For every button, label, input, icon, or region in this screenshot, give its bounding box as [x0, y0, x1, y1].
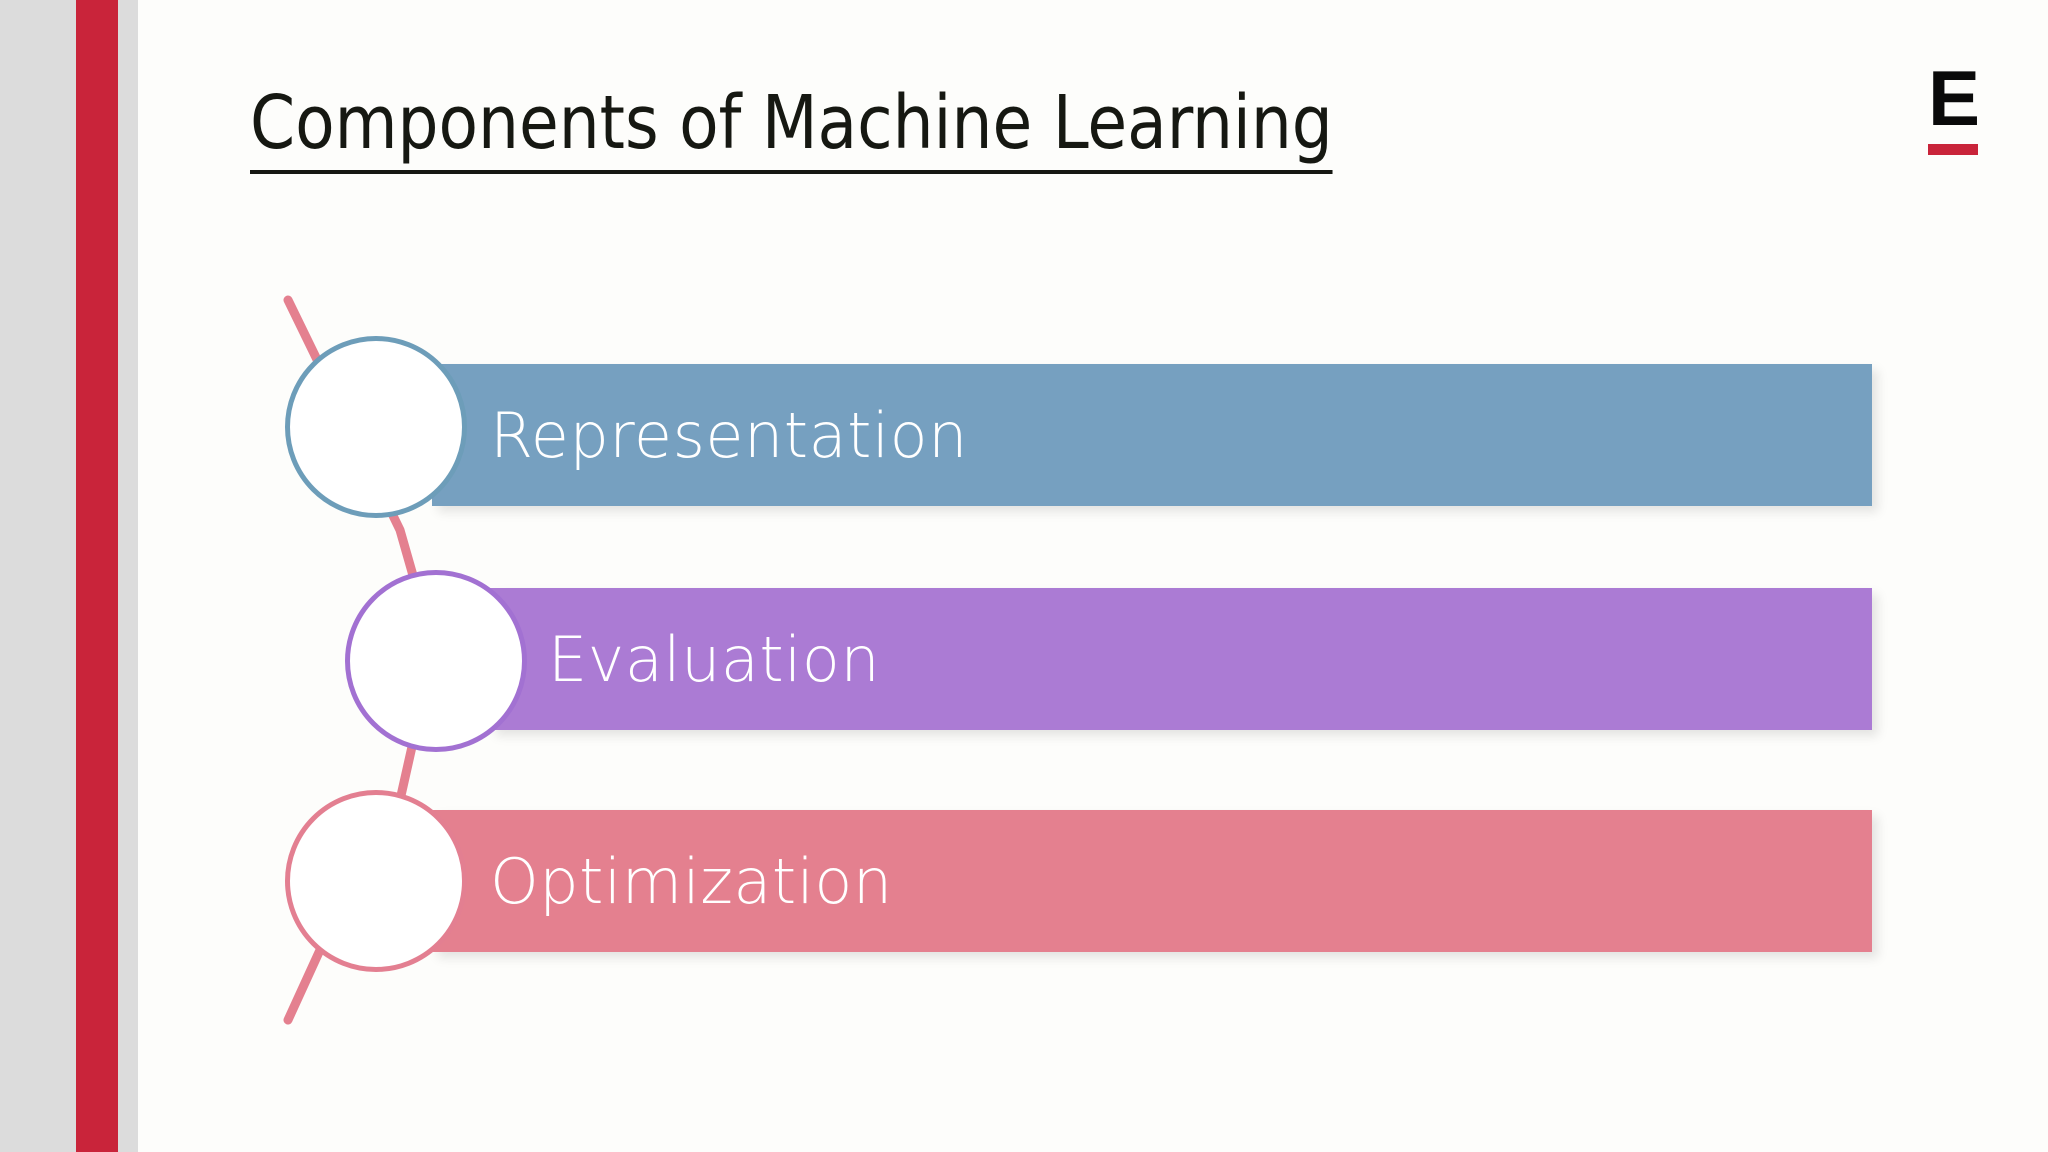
left-band-red — [76, 0, 118, 1152]
diagram-row-evaluation[interactable]: Evaluation — [490, 588, 1872, 730]
title-container: Components of Machine Learning — [250, 80, 1750, 174]
bar-label-optimization: Optimization — [490, 844, 893, 918]
bar-representation[interactable] — [432, 364, 1872, 506]
bar-label-representation: Representation — [490, 398, 968, 472]
diagram-row-optimization[interactable]: Optimization — [432, 810, 1872, 952]
left-band-gray-outer — [0, 0, 76, 1152]
node-circle-evaluation[interactable] — [345, 570, 527, 752]
bar-optimization[interactable] — [432, 810, 1872, 952]
diagram-row-representation[interactable]: Representation — [432, 364, 1872, 506]
node-circle-optimization[interactable] — [285, 790, 467, 972]
left-band-gray-inner — [118, 0, 138, 1152]
bar-evaluation[interactable] — [490, 588, 1872, 730]
page-title: Components of Machine Learning — [250, 80, 1333, 174]
bar-label-evaluation: Evaluation — [548, 622, 881, 696]
brand-logo: E — [1928, 54, 2000, 162]
logo-letter-e: E — [1928, 54, 1980, 142]
logo-red-rule — [1928, 144, 1978, 155]
node-circle-representation[interactable] — [285, 336, 467, 518]
